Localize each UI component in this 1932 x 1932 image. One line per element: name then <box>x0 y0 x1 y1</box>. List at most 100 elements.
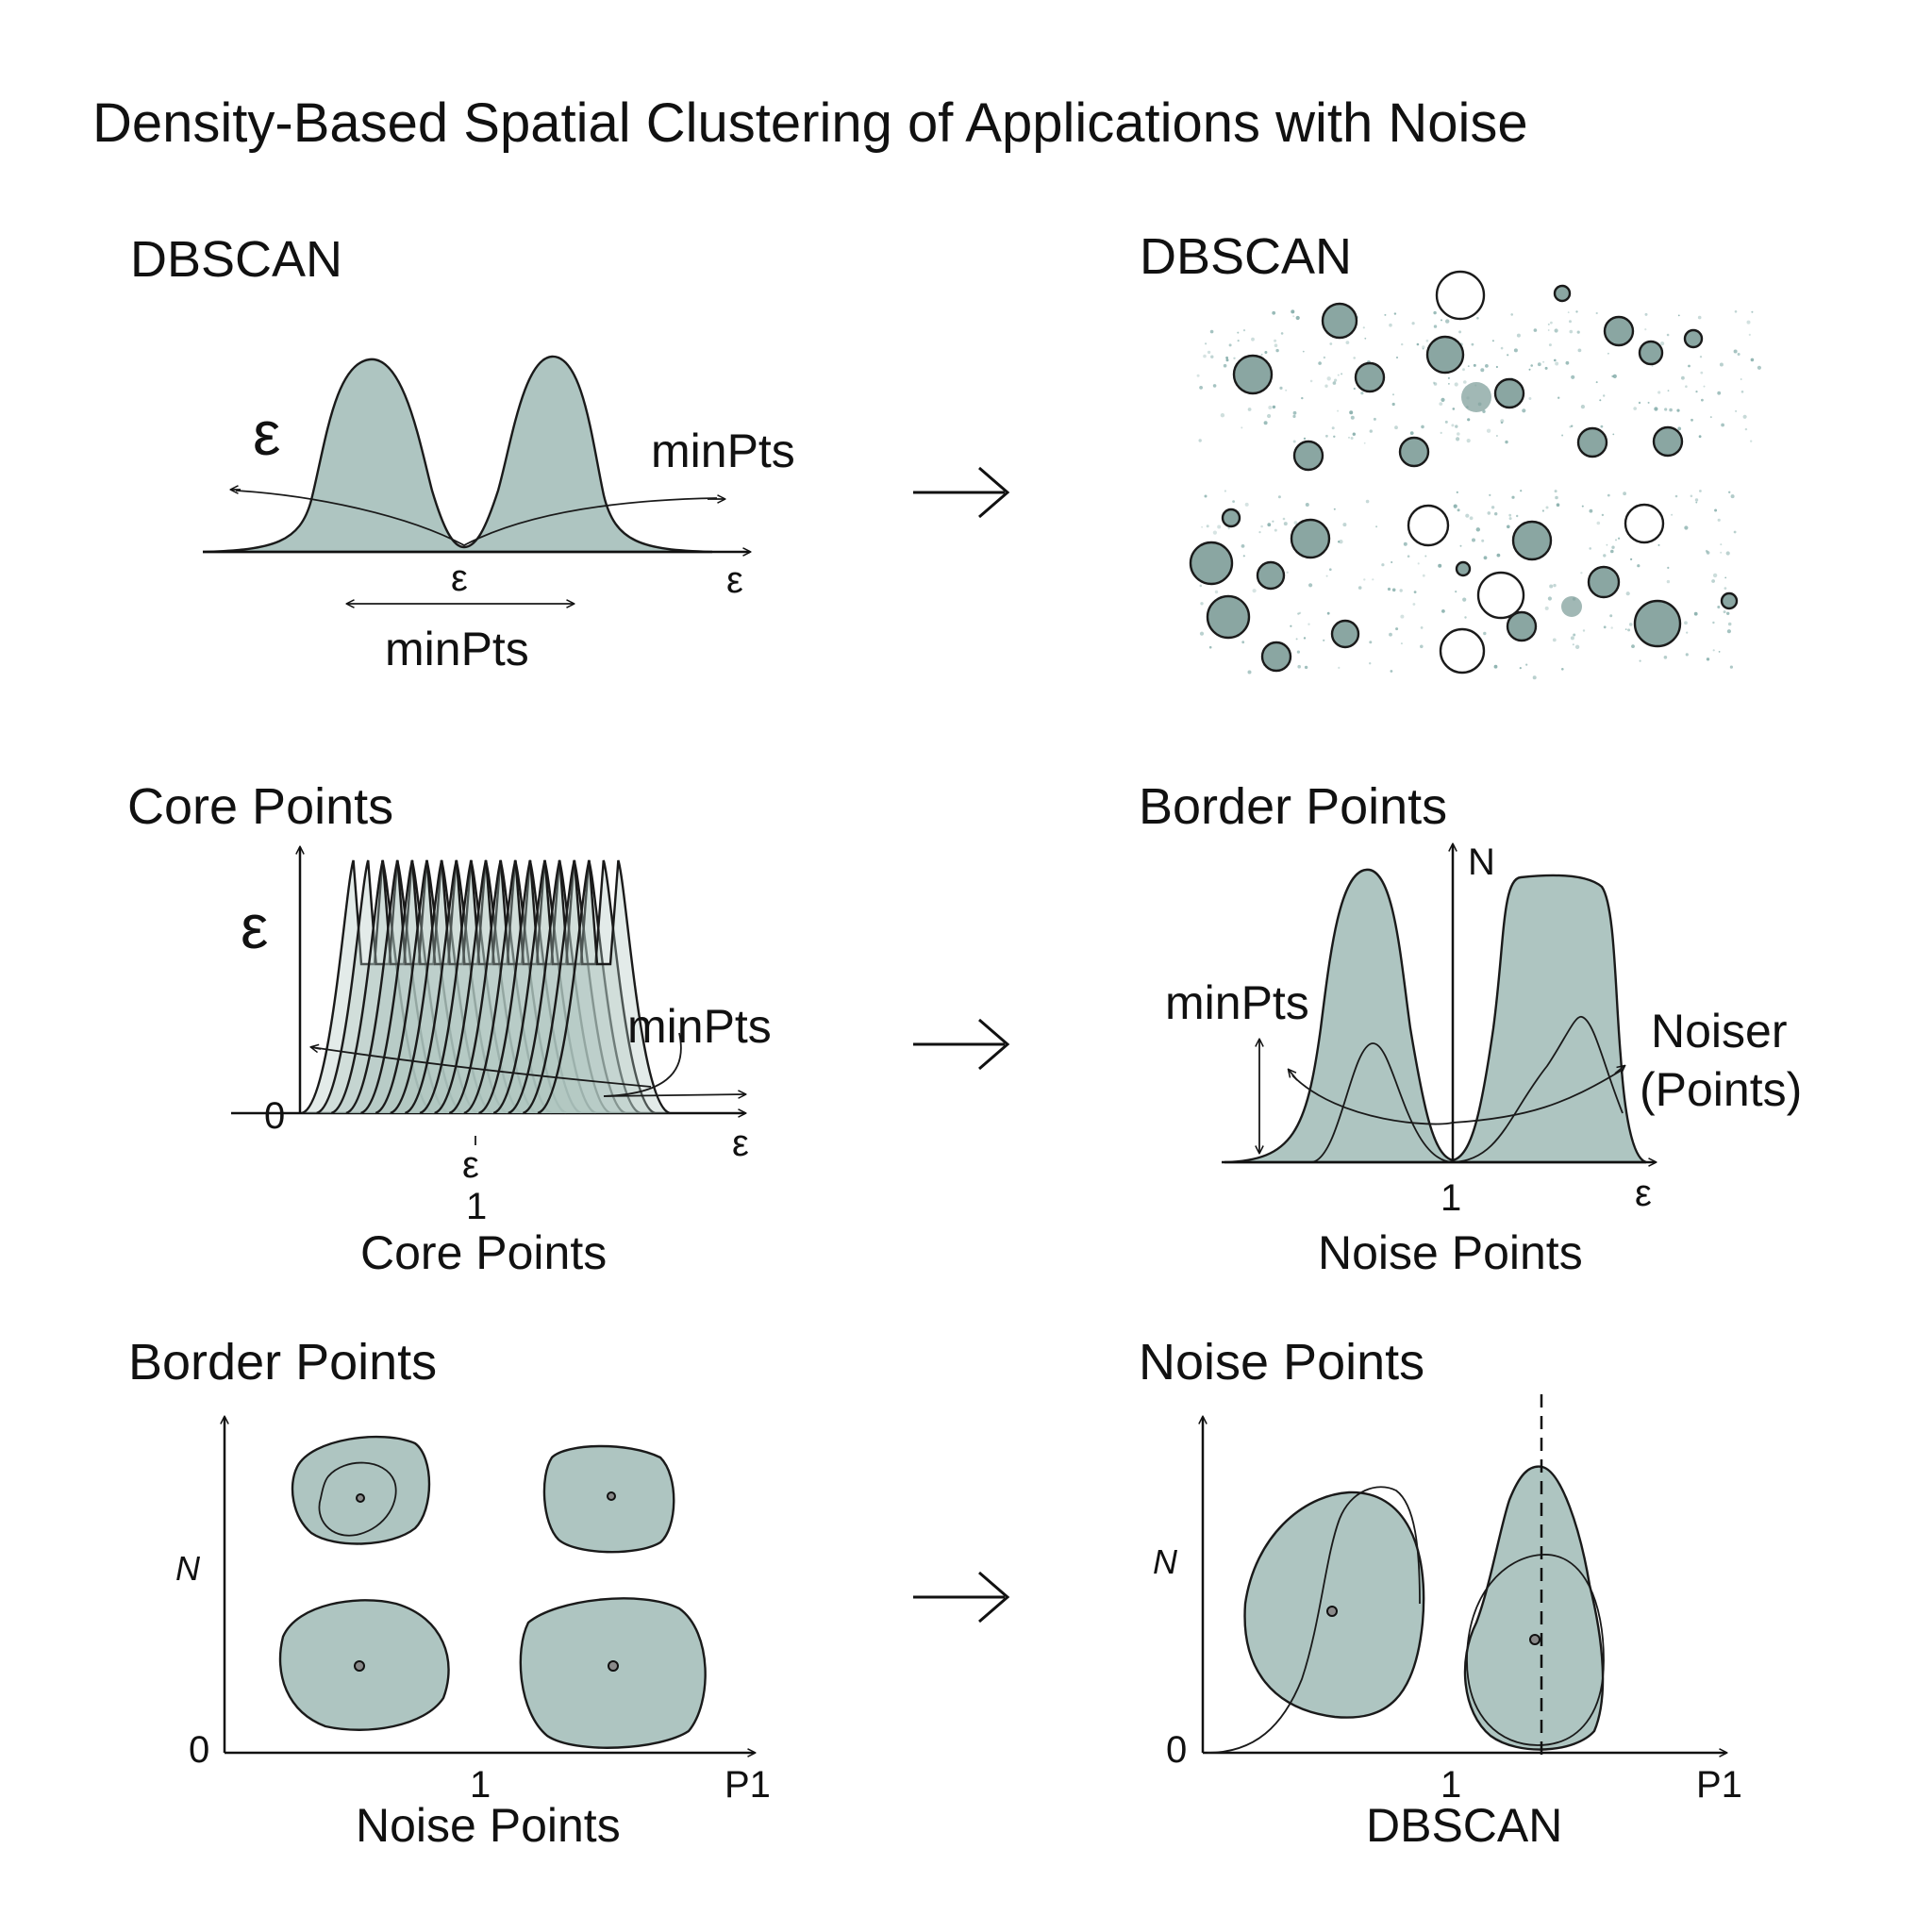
noise-speck <box>1677 314 1680 317</box>
panel-title: DBSCAN <box>130 231 342 288</box>
cluster-point <box>1603 315 1635 347</box>
noise-speck <box>1603 625 1607 629</box>
panel-caption: DBSCAN <box>1366 1799 1562 1852</box>
density-peak <box>537 859 671 1115</box>
noise-speck <box>1228 343 1232 347</box>
noise-speck <box>1712 649 1715 652</box>
noise-speck <box>1199 386 1203 390</box>
noise-speck <box>1464 616 1467 619</box>
noise-speck <box>1666 333 1670 337</box>
noise-speck <box>1421 425 1424 429</box>
noise-speck <box>1342 523 1347 527</box>
noise-speck <box>1487 511 1491 515</box>
noise-speck <box>1412 603 1416 606</box>
noise-speck <box>1718 651 1721 653</box>
noise-speck <box>1333 508 1336 510</box>
noise-speck <box>1750 440 1753 442</box>
noise-speck <box>1260 525 1263 528</box>
noise-speck <box>1561 434 1564 437</box>
noise-speck <box>1485 364 1489 368</box>
noise-speck <box>1433 382 1438 386</box>
noise-speck <box>1272 405 1276 409</box>
noise-speck <box>1573 633 1576 637</box>
noise-speck <box>1441 397 1445 402</box>
noise-point <box>1435 270 1486 321</box>
noise-speck <box>1297 664 1301 669</box>
left-overlap-outline <box>1207 1486 1421 1754</box>
noise-speck <box>1596 521 1601 525</box>
panel-border-points-density: Border Points N minPts Noiser (Points) 1… <box>1139 778 1802 1279</box>
noise-speck <box>1671 513 1674 516</box>
cluster-point <box>1638 340 1664 366</box>
noise-speck <box>1644 312 1648 316</box>
noise-speck <box>1467 418 1471 422</box>
right-overlap-outline <box>1466 1554 1605 1746</box>
cluster-point <box>1206 594 1251 640</box>
noise-speck <box>1462 597 1467 602</box>
noise-speck <box>1657 543 1660 546</box>
noise-speck <box>1508 517 1512 521</box>
noise-speck <box>1212 384 1217 388</box>
noise-speck <box>1395 627 1399 631</box>
noise-speck <box>1225 356 1228 359</box>
noise-speck <box>1260 353 1263 356</box>
cluster-point <box>1260 641 1292 673</box>
right-arrow-icon <box>913 466 1010 519</box>
cluster-point <box>1511 520 1553 561</box>
cluster-point <box>1633 599 1682 648</box>
noise-speck <box>1387 587 1391 591</box>
noise-speck <box>1458 330 1462 334</box>
noise-speck <box>1364 337 1367 340</box>
noise-speck <box>1275 348 1279 353</box>
cluster-point <box>1232 354 1274 395</box>
noise-speck <box>1674 494 1678 498</box>
noise-speck <box>1612 433 1615 436</box>
noise-speck <box>1318 361 1322 365</box>
noise-speck <box>1569 425 1572 428</box>
cluster-point <box>1553 284 1572 303</box>
cluster-point <box>1354 361 1386 393</box>
panel-title: Core Points <box>127 778 393 835</box>
noise-speck <box>1332 381 1337 385</box>
noise-speck <box>1486 428 1491 433</box>
noise-speck <box>1610 549 1614 554</box>
noise-speck <box>1238 509 1241 513</box>
noise-speck <box>1647 401 1650 404</box>
cluster-region-right <box>1463 1465 1605 1751</box>
right-arrowhead <box>1614 1066 1624 1074</box>
noise-speck <box>1420 644 1424 649</box>
noise-speck <box>1565 360 1570 365</box>
noise-speck <box>1199 584 1203 588</box>
noise-speck <box>1724 587 1727 590</box>
noise-speck <box>1329 342 1333 345</box>
noise-speck <box>1654 407 1658 411</box>
noise-speck <box>1489 493 1491 497</box>
cluster-point <box>1321 302 1358 340</box>
noise-speck <box>1400 614 1405 619</box>
noise-speck <box>1445 319 1450 324</box>
noise-speck <box>1483 556 1488 560</box>
noise-speck <box>1462 368 1465 372</box>
noise-speck <box>1500 421 1504 425</box>
noise-speck <box>1333 435 1336 438</box>
minpts-pointer-curve <box>603 1032 682 1097</box>
noise-speck <box>1456 437 1460 441</box>
noise-speck <box>1481 539 1485 542</box>
noise-speck <box>1365 499 1370 504</box>
noise-point <box>1624 503 1665 544</box>
noise-speck <box>1325 434 1328 438</box>
noise-speck <box>1201 525 1203 528</box>
noise-speck <box>1483 631 1487 636</box>
cluster-point <box>1189 541 1234 586</box>
epsilon-tick-label: ε <box>462 1144 479 1186</box>
noise-speck <box>1292 410 1297 415</box>
minpts-label: minPts <box>1165 976 1309 1029</box>
zero-label: 0 <box>189 1729 209 1771</box>
noise-speck <box>1742 414 1747 419</box>
noise-speck <box>1206 525 1209 528</box>
noise-speck <box>1237 331 1240 334</box>
noise-point <box>1439 627 1486 675</box>
noise-speck <box>1589 508 1593 513</box>
noise-speck <box>1553 583 1557 588</box>
noise-speck <box>1422 574 1425 577</box>
